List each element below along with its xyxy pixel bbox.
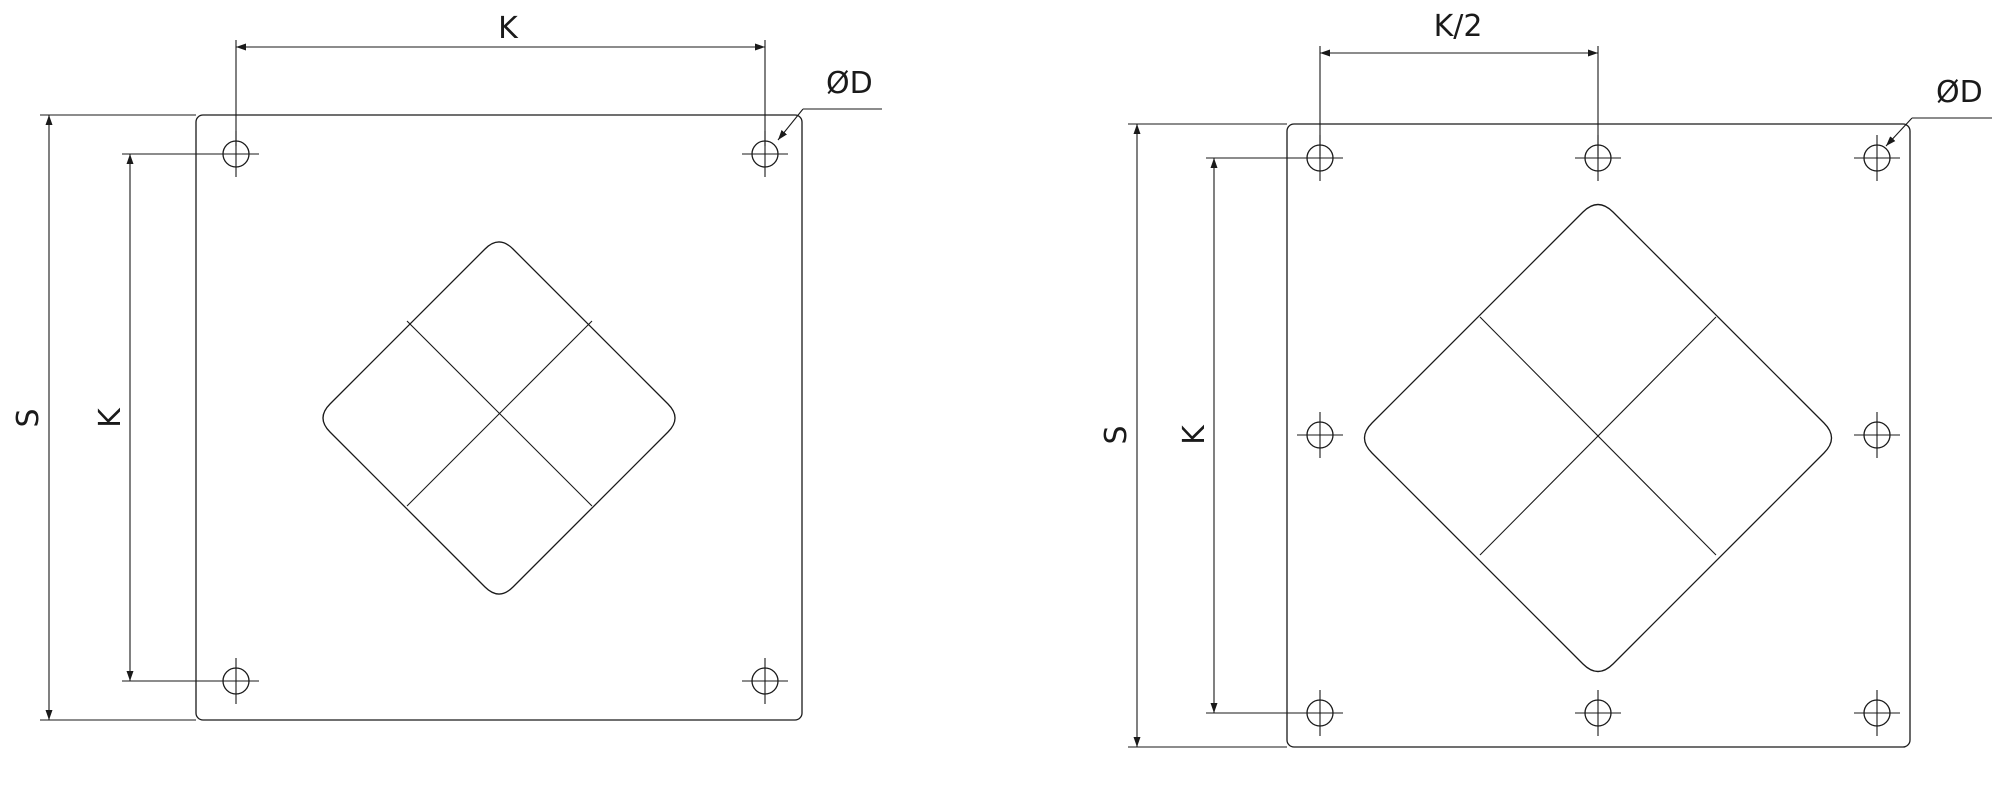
leader-line-hole-diameter <box>1885 117 1913 147</box>
plate-outline <box>195 114 803 721</box>
dimension-label-height: K <box>1177 424 1212 445</box>
dimension-label-side: S <box>11 408 46 427</box>
dimension-label-width: K <box>498 11 519 46</box>
bolt-hole <box>1854 135 1900 181</box>
bolt-hole <box>1854 690 1900 736</box>
flange-drawing-4-hole: K S K ØD <box>11 11 882 721</box>
dimension-label-width: K/2 <box>1434 9 1483 44</box>
flange-drawing-8-hole: K/2 S K ØD <box>1099 9 1992 748</box>
bolt-hole <box>1854 412 1900 458</box>
dimension-label-side: S <box>1099 425 1134 444</box>
diamond-opening <box>322 241 676 595</box>
diamond-divider-line <box>406 320 593 507</box>
bolt-hole <box>1575 690 1621 736</box>
bolt-hole <box>742 658 788 704</box>
hole-diameter-label: ØD <box>826 66 873 101</box>
diamond-divider-line <box>1479 316 1717 556</box>
leader-line-hole-diameter <box>777 108 804 141</box>
hole-diameter-label: ØD <box>1936 75 1983 110</box>
bolt-hole <box>1297 412 1343 458</box>
dimension-label-height: K <box>93 407 128 428</box>
diamond-opening <box>1363 203 1833 673</box>
